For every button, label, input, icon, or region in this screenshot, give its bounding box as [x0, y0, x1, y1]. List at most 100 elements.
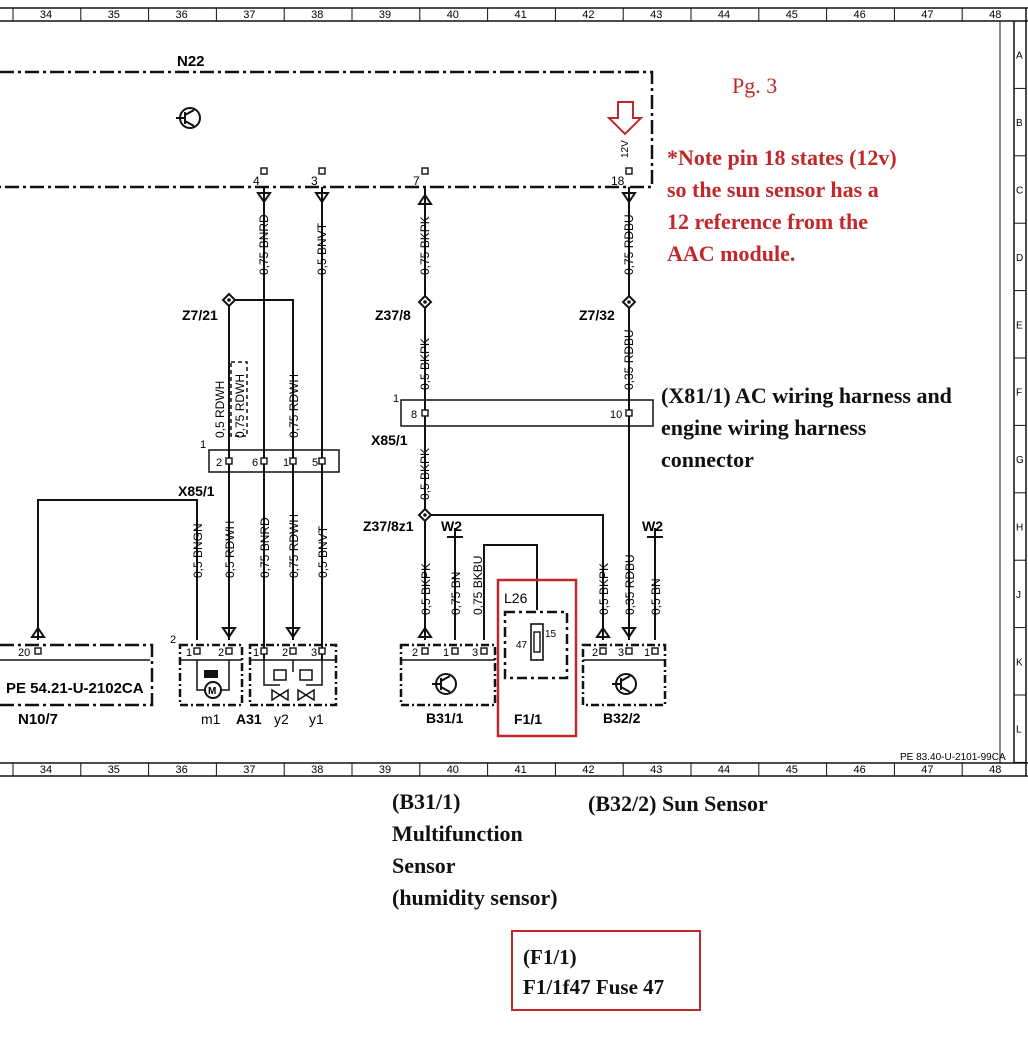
z37-8-label: Z37/8	[375, 307, 411, 323]
column-label: 38	[311, 9, 323, 21]
wire-label: 0,5 BKPK	[418, 448, 432, 500]
row-label: G	[1016, 455, 1024, 466]
pin-label: 3	[618, 647, 624, 659]
b31-component: 2 1 3 B31/1	[399, 643, 497, 726]
column-label: 40	[447, 764, 459, 776]
n22-module: N22 12V	[0, 53, 654, 189]
wire-label: 0,75 BNRD	[257, 214, 271, 275]
column-label: 40	[447, 9, 459, 21]
column-label: 46	[854, 764, 866, 776]
column-label: 35	[108, 9, 120, 21]
column-label: 45	[786, 9, 798, 21]
column-label: 38	[311, 764, 323, 776]
wire-label: 0,75 RDBU	[622, 214, 636, 275]
column-label: 37	[243, 764, 255, 776]
pin-label: 6	[252, 457, 258, 469]
sensor-symbol-icon	[612, 673, 637, 695]
note-line: so the sun sensor has a	[667, 177, 879, 202]
pin-label: 2	[282, 647, 288, 659]
page-number: Pg. 3	[732, 73, 778, 98]
b32-label: B32/2	[603, 710, 641, 726]
wire-label: 0,75 RDWH	[287, 374, 301, 438]
b32-component: 2 3 1 B32/2	[581, 643, 667, 726]
pin-label: 2	[592, 647, 598, 659]
pin-label: 2	[170, 634, 176, 646]
pin-label: 8	[411, 409, 417, 421]
m1-component: 2 1 2 M m1	[170, 634, 244, 727]
pin-label: 2	[218, 647, 224, 659]
row-label: C	[1016, 186, 1023, 197]
pin-label: 15	[545, 629, 557, 640]
n10-label: N10/7	[18, 711, 58, 728]
pin-label: 10	[610, 409, 622, 421]
column-label: 44	[718, 9, 730, 21]
z37-8z1-label: Z37/8z1	[363, 518, 414, 534]
row-label: A	[1016, 51, 1023, 62]
wire-label: 0,35 RDBU	[622, 329, 636, 390]
note-line: AAC module.	[667, 241, 796, 266]
pin-label: 7	[413, 174, 420, 188]
w2-label: W2	[441, 518, 462, 534]
a31-label: A31	[236, 711, 262, 727]
pin-label: 1	[393, 393, 399, 405]
diagram-ref: PE 83.40-U-2101-99CA	[900, 752, 1006, 763]
column-label: 42	[582, 764, 594, 776]
b32-note: (B32/2) Sun Sensor	[588, 791, 768, 816]
row-label: D	[1016, 253, 1023, 264]
x85-connector: 1 2 6 1 5	[200, 361, 340, 473]
pin18-note: *Note pin 18 states (12v) so the sun sen…	[667, 142, 897, 270]
wire-label: 0,5 BN	[649, 578, 663, 615]
motor-icon: M	[196, 660, 230, 699]
note-line: (F1/1)	[523, 945, 577, 969]
harness-note: (X81/1) AC wiring harness and engine wir…	[661, 380, 952, 476]
wire-label: 0,5 RDWH	[223, 521, 237, 578]
n22-pins: 4 3 7 18	[253, 167, 633, 188]
pin-label: 2	[412, 647, 418, 659]
column-label: 42	[582, 9, 594, 21]
column-label: 34	[40, 9, 52, 21]
pin-label: 3	[311, 647, 317, 659]
down-arrow-icon	[606, 101, 644, 136]
column-label: 36	[176, 764, 188, 776]
wire-label: 0,75 RDWH	[233, 374, 247, 438]
wire-label: 0,5 BKPK	[597, 563, 611, 615]
column-label: 37	[243, 9, 255, 21]
wires	[37, 187, 656, 660]
note-line: (humidity sensor)	[392, 885, 558, 910]
column-label: 36	[176, 9, 188, 21]
note-line: F1/1f47 Fuse 47	[523, 975, 665, 999]
pin-label: 3	[311, 174, 318, 188]
column-label: 43	[650, 764, 662, 776]
row-label: L	[1016, 725, 1022, 736]
row-label: F	[1016, 388, 1022, 399]
column-ticks: 3434353536363737383839394040414142424343…	[12, 8, 1001, 776]
wire-label: 0,5 BNVT	[315, 222, 329, 275]
svg-text:M: M	[208, 686, 216, 697]
row-label: J	[1016, 590, 1021, 601]
wire-label: 0,75 BKBU	[471, 556, 485, 615]
column-label: 47	[921, 764, 933, 776]
pe-ref: PE 54.21-U-2102CA	[6, 680, 144, 697]
wire-label: 0,75 BNRD	[258, 517, 272, 578]
frame	[0, 7, 1028, 777]
column-label: 34	[40, 764, 52, 776]
row-label: B	[1016, 118, 1023, 129]
note-line: (X81/1) AC wiring harness and	[661, 383, 952, 408]
wire-label: 0,75 BN	[449, 572, 463, 615]
fuse-number: 47	[516, 640, 528, 651]
column-label: 35	[108, 764, 120, 776]
pin-label: 3	[472, 647, 478, 659]
z7-32-label: Z7/32	[579, 307, 615, 323]
pin-label: 1	[443, 647, 449, 659]
pin-label: 1	[200, 439, 206, 451]
column-label: 47	[921, 9, 933, 21]
note-line: Multifunction	[392, 821, 523, 846]
column-label: 48	[989, 764, 1001, 776]
wire-label: 0,5 BKPK	[419, 563, 433, 615]
row-label: H	[1016, 523, 1023, 534]
sensor-symbol-icon	[176, 107, 201, 129]
pin18-voltage: 12V	[620, 140, 631, 158]
column-label: 43	[650, 9, 662, 21]
